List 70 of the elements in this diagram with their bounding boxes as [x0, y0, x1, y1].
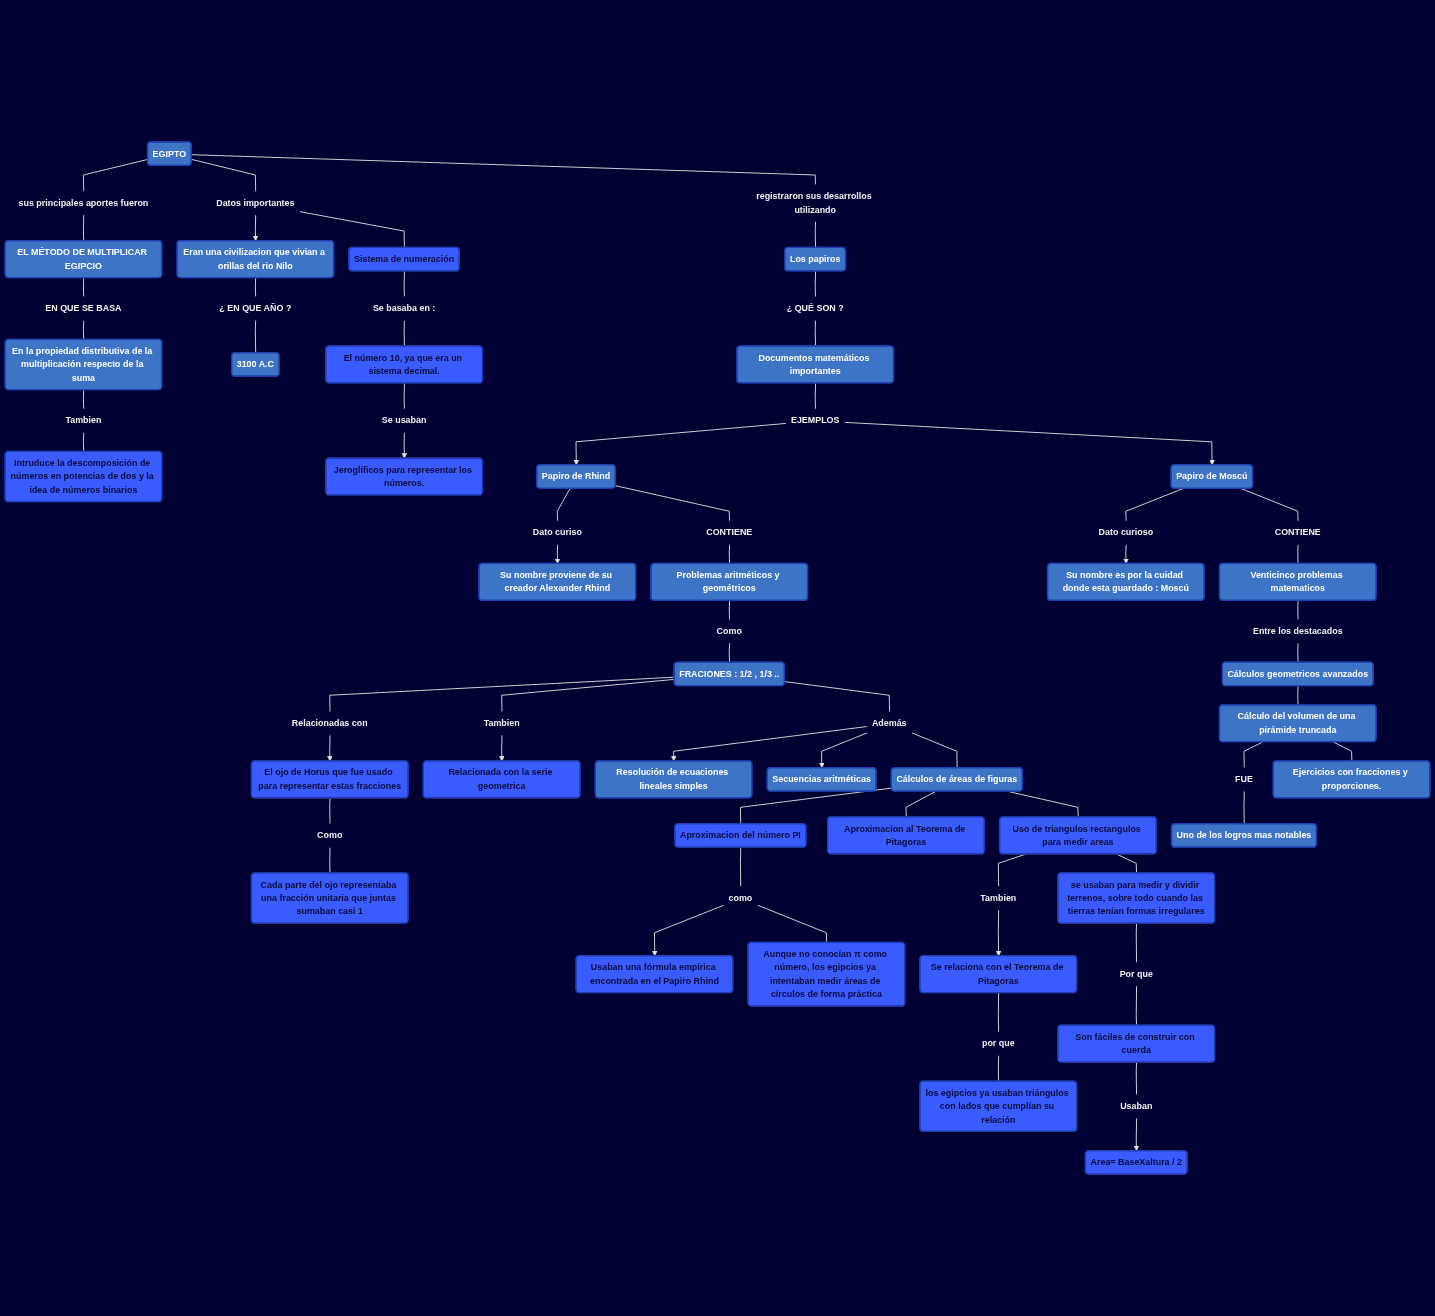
- connector: [254, 320, 257, 354]
- node-text: Como: [317, 829, 343, 841]
- connector: [1135, 985, 1137, 1026]
- node-text: Relacionadas con: [291, 717, 368, 729]
- connector: [1297, 685, 1299, 706]
- node-text: registraron sus desarrollos utilizando: [756, 190, 872, 215]
- connector: [1135, 923, 1137, 964]
- connector: [911, 732, 958, 769]
- node-text: Entre los destacados: [1252, 625, 1343, 637]
- node-text: Como: [716, 625, 742, 637]
- connector: [1333, 741, 1353, 762]
- node-text: Se usaban: [381, 415, 427, 426]
- connector: [814, 221, 816, 249]
- connector: [403, 320, 405, 347]
- node-text: Además: [871, 717, 907, 729]
- connector: [757, 904, 828, 944]
- connector: [299, 211, 405, 249]
- connector: [814, 270, 816, 298]
- connector: [1297, 642, 1299, 663]
- node-text: CONTIENE: [1274, 527, 1321, 538]
- connector: [615, 485, 730, 522]
- connector: [905, 790, 937, 818]
- connector: [501, 678, 675, 713]
- node-text: ¿ EN QUE AÑO ?: [219, 302, 292, 314]
- connector: [82, 389, 85, 410]
- connector: [1243, 790, 1245, 825]
- connector: [739, 847, 742, 888]
- node-text: Se basaba en :: [372, 302, 436, 314]
- connector: [191, 158, 257, 192]
- connector: [254, 277, 257, 298]
- connector: [556, 488, 571, 522]
- connector: [82, 432, 85, 453]
- node-text: como: [728, 892, 753, 903]
- node-text: Dato curioso: [1098, 527, 1154, 538]
- node-text: Tambien: [980, 892, 1017, 903]
- connector: [403, 270, 405, 298]
- connector: [728, 544, 730, 565]
- connector: [814, 382, 816, 410]
- node-text: FUE: [1235, 773, 1253, 785]
- connector: [728, 642, 730, 663]
- node-text: CONTIENE: [706, 527, 753, 538]
- node-text: Usaban: [1120, 1100, 1153, 1112]
- node-text: ¿ QUÉ SON ?: [786, 302, 844, 314]
- node-text: sus principales aportes fueron: [18, 197, 149, 208]
- connector: [728, 600, 730, 621]
- node-text: EJEMPLOS: [790, 415, 840, 426]
- connector: [191, 154, 816, 186]
- connector: [329, 847, 331, 874]
- connector: [82, 320, 85, 341]
- connector: [1125, 488, 1184, 522]
- node-text: Datos importantes: [216, 197, 295, 208]
- connector: [82, 277, 85, 298]
- node-text: Por que: [1119, 968, 1153, 979]
- node-text: Dato curiso: [532, 527, 582, 538]
- connector: [1116, 853, 1137, 874]
- connector: [997, 1055, 1000, 1082]
- connector: [1297, 544, 1299, 565]
- connector: [82, 214, 85, 242]
- node-text: Tambien: [65, 415, 102, 426]
- connector: [784, 681, 890, 713]
- connector: [329, 676, 675, 713]
- node-text: EN QUE SE BASA: [45, 302, 122, 314]
- connector: [403, 382, 405, 410]
- connector: [997, 992, 1000, 1033]
- connector: [1135, 1061, 1137, 1096]
- node-text: por que: [981, 1038, 1015, 1049]
- connector: [329, 797, 331, 825]
- connector: [1297, 600, 1299, 621]
- node-text: Tambien: [483, 717, 520, 729]
- connector: [814, 320, 816, 347]
